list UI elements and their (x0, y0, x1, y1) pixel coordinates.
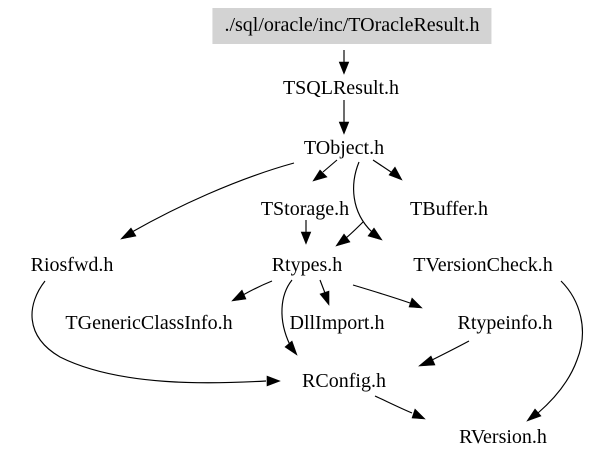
node-root[interactable]: ./sql/oracle/inc/TOracleResult.h (212, 8, 492, 44)
edge-tstorage-to-rtypes (300, 220, 312, 245)
node-riosfwd[interactable]: Riosfwd.h (30, 254, 114, 276)
edge-rtypes-to-tgenericclassinfo (231, 280, 273, 302)
node-rtypes[interactable]: Rtypes.h (271, 254, 343, 276)
node-dllimport[interactable]: DllImport.h (289, 312, 385, 334)
node-tobject[interactable]: TObject.h (303, 137, 385, 159)
node-rtypeinfo[interactable]: Rtypeinfo.h (457, 312, 553, 334)
edge-root-to-tsqlresult (338, 50, 350, 75)
edge-tsqlresult-to-tobject (338, 100, 350, 135)
node-tstorage[interactable]: TStorage.h (260, 198, 350, 220)
edge-tobject-to-tbuffer (372, 159, 403, 181)
edge-rtypes-to-dllimport (319, 279, 330, 306)
node-rconfig[interactable]: RConfig.h (302, 370, 386, 392)
node-tgenericclassinfo[interactable]: TGenericClassInfo.h (65, 312, 233, 334)
edge-tobject-to-tstorage (312, 159, 338, 182)
edge-rtypeinfo-to-rconfig (418, 340, 470, 367)
node-tsqlresult[interactable]: TSQLResult.h (282, 77, 400, 99)
edge-tobject-to-tversioncheck (353, 161, 383, 241)
edge-rtypes-to-rtypeinfo (352, 284, 423, 309)
node-tbuffer[interactable]: TBuffer.h (410, 198, 488, 220)
node-tversioncheck[interactable]: TVersionCheck.h (413, 254, 553, 276)
edge-tbuffer-to-rtypes (335, 221, 364, 247)
node-rversion[interactable]: RVersion.h (459, 426, 547, 448)
edge-tversioncheck-to-rversion (526, 280, 584, 422)
edge-rconfig-to-rversion (374, 395, 426, 420)
